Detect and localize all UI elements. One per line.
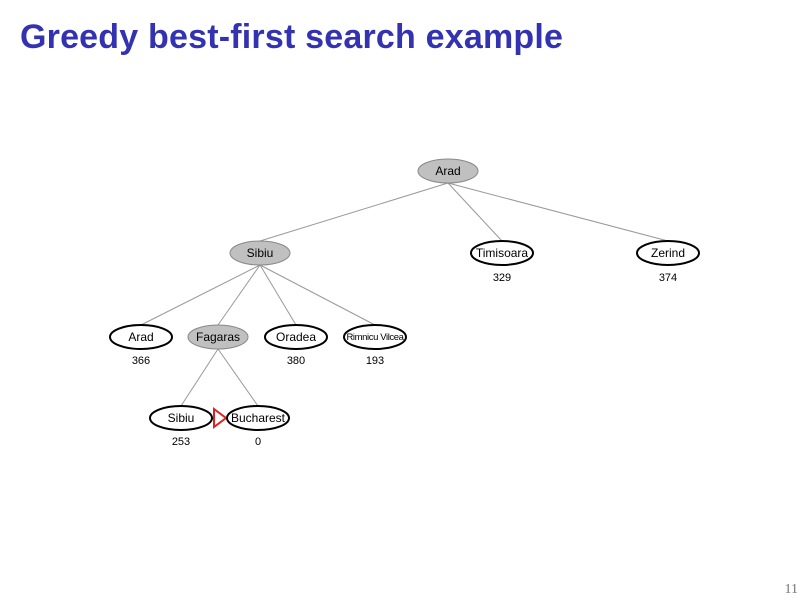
node-label: Arad (435, 164, 460, 178)
node-label: Fagaras (196, 330, 240, 344)
node-label: Arad (128, 330, 153, 344)
node-shape (470, 240, 534, 266)
node-arad-2: Arad 366 (109, 324, 173, 367)
node-shape (109, 324, 173, 350)
edge-arad-sibiu (259, 182, 449, 242)
node-shape (264, 324, 328, 350)
node-label: Zerind (651, 246, 685, 260)
node-shape (187, 324, 249, 350)
node-shape (149, 405, 213, 431)
node-shape (229, 240, 291, 266)
node-timisoara: Timisoara 329 (470, 240, 534, 284)
node-label: Oradea (276, 330, 316, 344)
node-label: Rimnicu Vilcea (346, 332, 404, 343)
edge-fagaras-sibiu (180, 348, 219, 407)
node-h-value: 329 (493, 272, 511, 284)
node-h-value: 366 (132, 355, 150, 367)
tree-edges (140, 182, 669, 407)
edge-arad-zerind (447, 182, 669, 242)
edge-sibiu-rimnicu-vilcea (259, 264, 376, 326)
node-h-value: 193 (366, 355, 384, 367)
node-shape (343, 324, 407, 350)
tree-nodes: Arad Sibiu Timisoara 329 Zerind 374 Arad… (109, 158, 700, 448)
edge-sibiu-fagaras (217, 264, 261, 326)
node-label: Bucharest (231, 411, 286, 425)
node-rimnicu-vilcea: Rimnicu Vilcea 193 (343, 324, 407, 367)
node-h-value: 253 (172, 436, 190, 448)
node-bucharest: Bucharest 0 (226, 405, 290, 448)
node-fagaras: Fagaras (187, 324, 249, 350)
goal-marker-icon (213, 407, 228, 429)
node-h-value: 374 (659, 272, 677, 284)
node-label: Sibiu (247, 246, 274, 260)
node-oradea: Oradea 380 (264, 324, 328, 367)
slide-title: Greedy best-first search example (20, 18, 564, 56)
node-label: Timisoara (476, 246, 529, 260)
node-shape (226, 405, 290, 431)
node-h-value: 0 (255, 436, 261, 448)
node-shape (417, 158, 479, 184)
edge-sibiu-oradea (259, 264, 297, 326)
node-sibiu-2: Sibiu 253 (149, 405, 213, 448)
edge-arad-timisoara (447, 182, 503, 242)
edge-sibiu-arad (140, 264, 261, 326)
node-label: Sibiu (168, 411, 195, 425)
edge-fagaras-bucharest (217, 348, 259, 407)
page-number: 11 (784, 582, 798, 597)
node-h-value: 380 (287, 355, 305, 367)
node-zerind: Zerind 374 (636, 240, 700, 284)
node-arad-root: Arad (417, 158, 479, 184)
node-sibiu: Sibiu (229, 240, 291, 266)
node-shape (636, 240, 700, 266)
